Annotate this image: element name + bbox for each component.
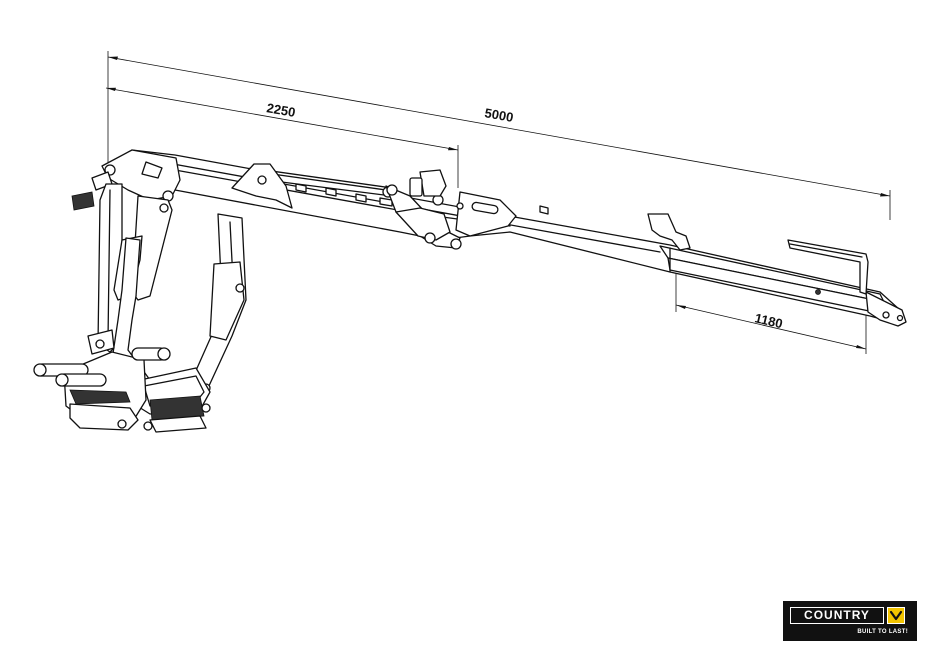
brand-logo-tagline: BUILT TO LAST! — [857, 629, 908, 635]
dimension-2250: 2250 — [105, 87, 459, 188]
brand-logo-wordmark: COUNTRY — [790, 607, 884, 624]
dimension-1180: 1180 — [675, 272, 867, 354]
brand-logo: COUNTRY BUILT TO LAST! — [783, 601, 917, 641]
stabilizer-leg — [189, 213, 247, 393]
dimension-5000: 5000 — [107, 51, 891, 220]
main-boom — [131, 149, 907, 327]
brand-logo-mark-icon — [887, 607, 905, 624]
dimension-5000-label: 5000 — [483, 105, 514, 125]
boom-cylinder — [231, 163, 394, 209]
slewing-base — [33, 329, 211, 433]
dimension-1180-label: 1180 — [753, 310, 784, 331]
dimension-2250-label: 2250 — [265, 100, 296, 120]
boom-linkage — [385, 169, 464, 250]
